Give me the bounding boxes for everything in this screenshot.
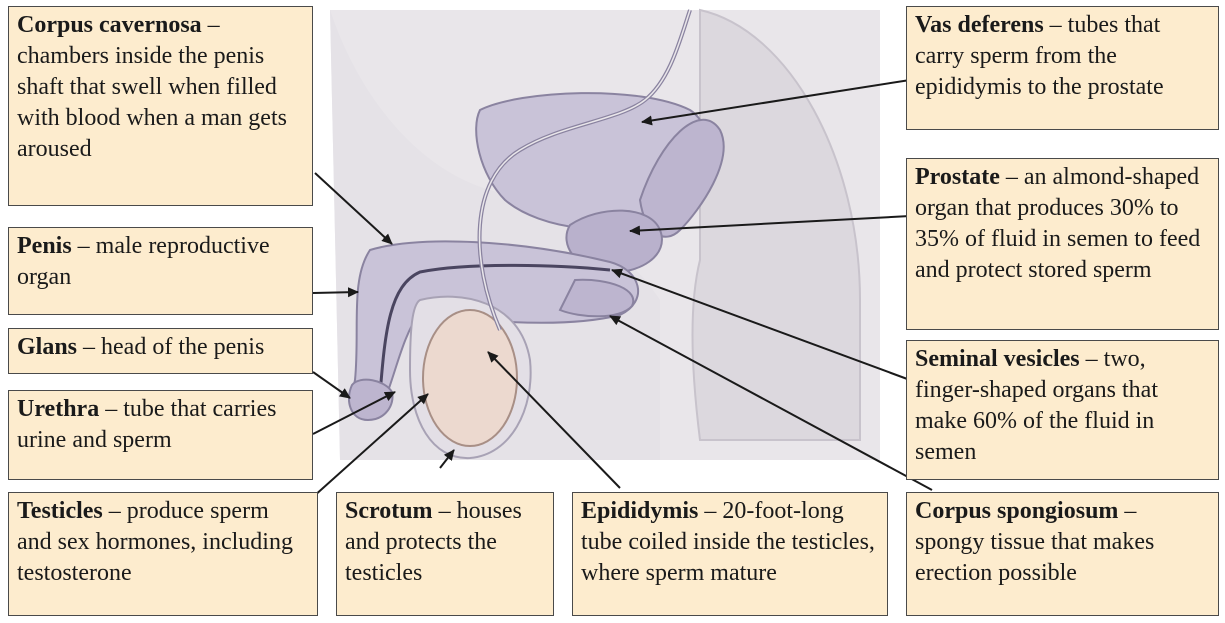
testicle-shape	[423, 310, 517, 446]
label-title: Epididymis	[581, 498, 698, 524]
label-title: Testicles	[17, 498, 103, 524]
label-title: Urethra	[17, 396, 99, 422]
label-title: Scrotum	[345, 498, 433, 524]
label-title: Penis	[17, 233, 72, 259]
label-glans: Glans – head of the penis	[8, 328, 313, 374]
leader-penis	[313, 292, 358, 293]
glans-shape	[349, 380, 393, 420]
label-description: – head of the penis	[77, 334, 264, 360]
label-title: Corpus spongiosum	[915, 498, 1118, 524]
label-testicles: Testicles – produce sperm and sex hormon…	[8, 492, 318, 616]
label-urethra: Urethra – tube that carries urine and sp…	[8, 390, 313, 480]
label-penis: Penis – male reproductive organ	[8, 227, 313, 315]
label-title: Vas deferens	[915, 12, 1044, 38]
label-vas-deferens: Vas deferens – tubes that carry sperm fr…	[906, 6, 1219, 130]
label-prostate: Prostate – an almond-shaped organ that p…	[906, 158, 1219, 330]
label-title: Corpus cavernosa	[17, 12, 202, 38]
label-title: Prostate	[915, 164, 1000, 190]
label-corpus-cavernosa: Corpus cavernosa – chambers inside the p…	[8, 6, 313, 206]
label-title: Glans	[17, 334, 77, 360]
label-title: Seminal vesicles	[915, 346, 1080, 372]
label-seminal-vesicles: Seminal vesicles – two, finger-shaped or…	[906, 340, 1219, 480]
label-scrotum: Scrotum – houses and protects the testic…	[336, 492, 554, 616]
label-epididymis: Epididymis – 20-foot-long tube coiled in…	[572, 492, 888, 616]
label-corpus-spongiosum: Corpus spongiosum – spongy tissue that m…	[906, 492, 1219, 616]
